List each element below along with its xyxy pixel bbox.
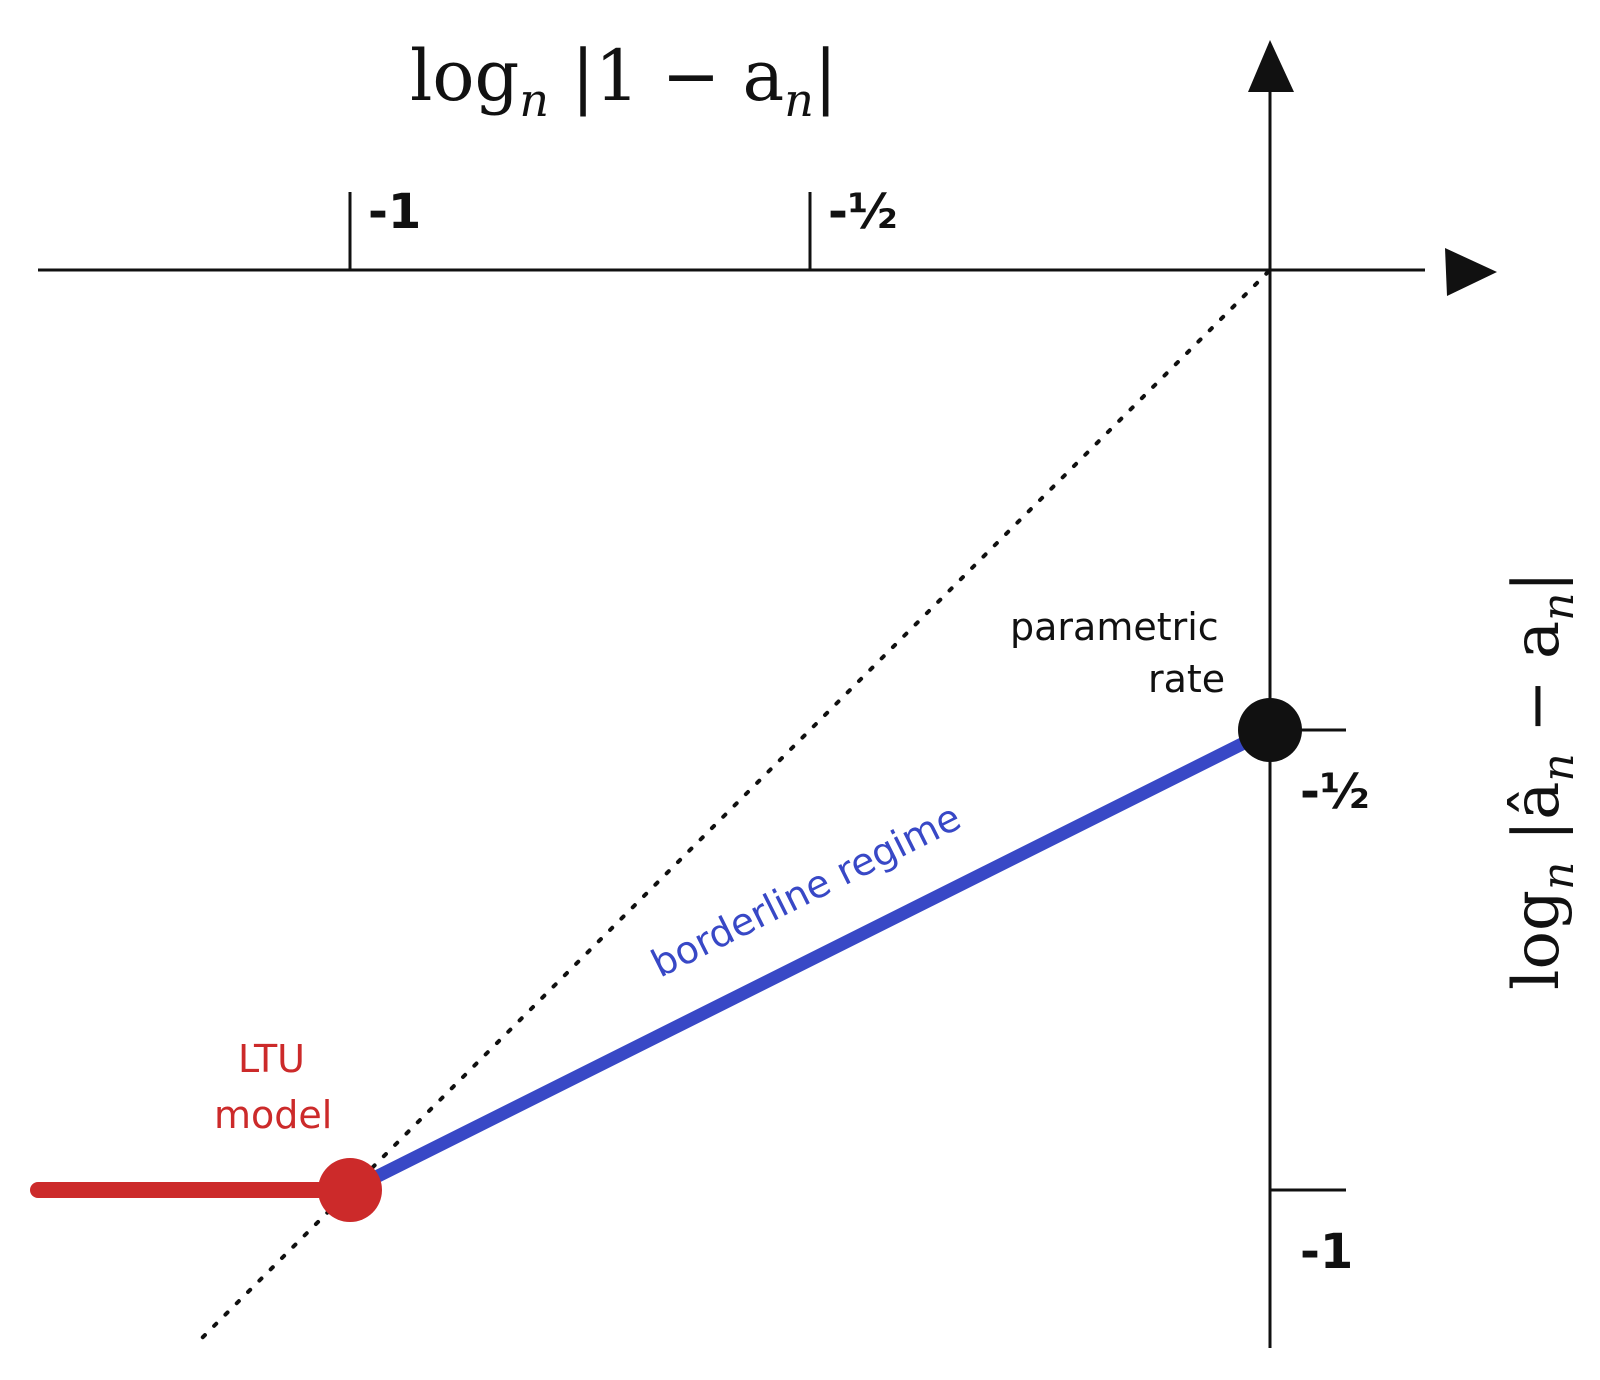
y-tick-label: -1 bbox=[1300, 1224, 1353, 1280]
y-ticks: -½ -1 bbox=[1270, 728, 1370, 1280]
y-axis-label: logn |ân − an| bbox=[1500, 571, 1584, 990]
parametric-rate-point bbox=[1238, 698, 1302, 762]
parametric-rate-label-line1: parametric bbox=[1010, 605, 1219, 649]
diagonal-dotted-line bbox=[200, 268, 1272, 1340]
ltu-model-point bbox=[318, 1158, 382, 1222]
x-axis-arrowhead bbox=[1445, 248, 1497, 296]
x-tick-label: -½ bbox=[828, 184, 898, 240]
x-tick-label: -1 bbox=[368, 184, 421, 240]
x-ticks: -1 -½ bbox=[348, 184, 898, 270]
ltu-model-label-line2: model bbox=[214, 1093, 332, 1137]
ltu-model-label-line1: LTU bbox=[238, 1037, 305, 1081]
y-tick-label: -½ bbox=[1300, 764, 1370, 820]
borderline-regime-line bbox=[347, 724, 1273, 1196]
parametric-rate-label-line2: rate bbox=[1148, 657, 1225, 701]
y-axis-arrowhead bbox=[1248, 40, 1294, 92]
x-axis-label: logn |1 − an| bbox=[410, 35, 837, 127]
